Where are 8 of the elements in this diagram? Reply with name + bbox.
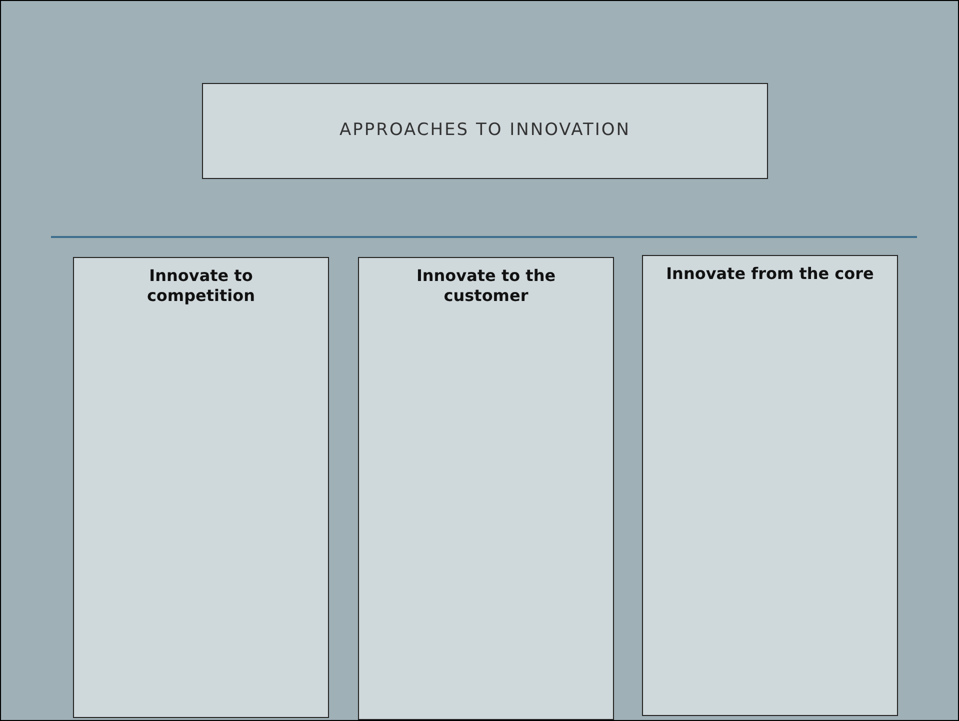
slide-title: APPROACHES TO INNOVATION [338, 120, 632, 140]
column-heading: Innovate to competition [146, 266, 256, 306]
column-heading: Innovate from the core [665, 264, 875, 284]
column-box [358, 257, 614, 720]
title-box [202, 83, 768, 179]
column-heading: Innovate to the customer [415, 266, 557, 306]
column-box [73, 257, 329, 718]
column-box [642, 255, 898, 716]
